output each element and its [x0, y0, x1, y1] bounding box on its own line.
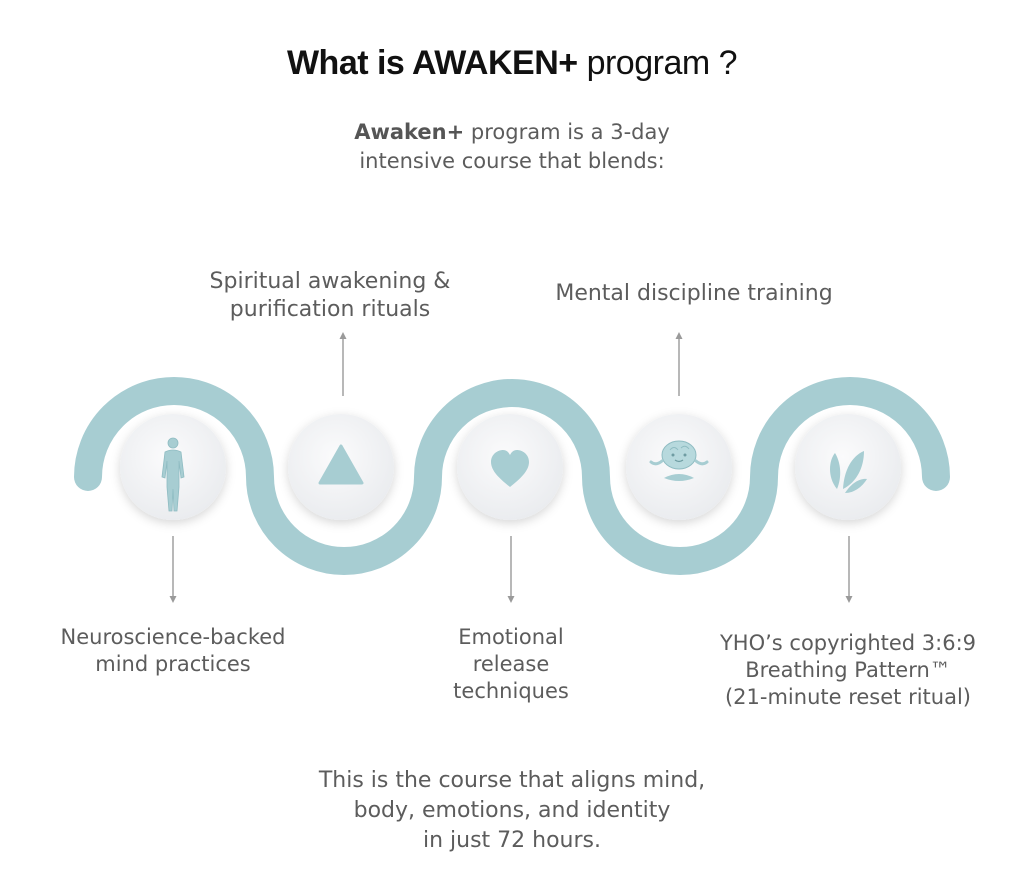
step-label-5: YHO’s copyrighted 3:6:9 Breathing Patter… — [690, 630, 1006, 711]
connector-1-arrow — [169, 596, 177, 603]
step-label-5-line-2: Breathing Pattern™ — [745, 658, 951, 682]
title-brand: AWAKEN+ — [412, 44, 578, 82]
connector-4-arrow — [675, 332, 683, 339]
closing-line-1: This is the course that aligns mind, — [318, 768, 706, 793]
heart-icon — [491, 450, 529, 487]
closing-line-3: in just 72 hours. — [422, 828, 602, 853]
closing-line-2: body, emotions, and identity — [353, 798, 671, 823]
step-label-4: Mental discipline training — [534, 280, 854, 308]
step-label-5-line-1: YHO’s copyrighted 3:6:9 — [719, 631, 977, 655]
title-suffix: program ? — [577, 44, 738, 82]
step-label-3: Emotional release techniques — [431, 624, 591, 705]
step-label-2-line-2: purification rituals — [229, 297, 431, 322]
wave-ribbon — [74, 377, 950, 575]
connector-5-arrow — [845, 596, 853, 603]
connector-2-arrow — [339, 332, 347, 339]
step-label-2: Spiritual awakening & purification ritua… — [190, 268, 470, 324]
step-label-5-line-3: (21-minute reset ritual) — [724, 685, 971, 709]
human-body-icon — [161, 437, 185, 512]
connectors — [169, 332, 853, 603]
meditating-brain-icon — [649, 440, 709, 481]
leaves-icon — [830, 451, 867, 493]
intro-brand: Awaken+ — [354, 120, 465, 144]
step-label-2-line-1: Spiritual awakening & — [209, 269, 451, 294]
title-prefix: What is — [286, 44, 413, 82]
step-label-4-line-1: Mental discipline training — [555, 281, 833, 306]
closing-text: This is the course that aligns mind, bod… — [262, 766, 762, 856]
step-label-3-line-3: techniques — [453, 679, 569, 703]
step-label-1-line-2: mind practices — [95, 652, 251, 676]
intro-text: Awaken+ program is a 3-day intensive cou… — [262, 118, 762, 176]
step-label-1-line-1: Neuroscience-backed — [60, 625, 286, 649]
connector-3-arrow — [507, 596, 515, 603]
intro-line1: program is a 3-day — [464, 120, 670, 144]
step-circle-5 — [795, 414, 901, 520]
step-label-1: Neuroscience-backed mind practices — [43, 624, 303, 678]
triangle-icon — [318, 444, 364, 485]
page-title: What is AWAKEN+ program ? — [0, 44, 1024, 83]
intro-line2: intensive course that blends: — [359, 149, 665, 173]
step-label-3-line-1: Emotional — [458, 625, 564, 649]
step-label-3-line-2: release — [472, 652, 550, 676]
